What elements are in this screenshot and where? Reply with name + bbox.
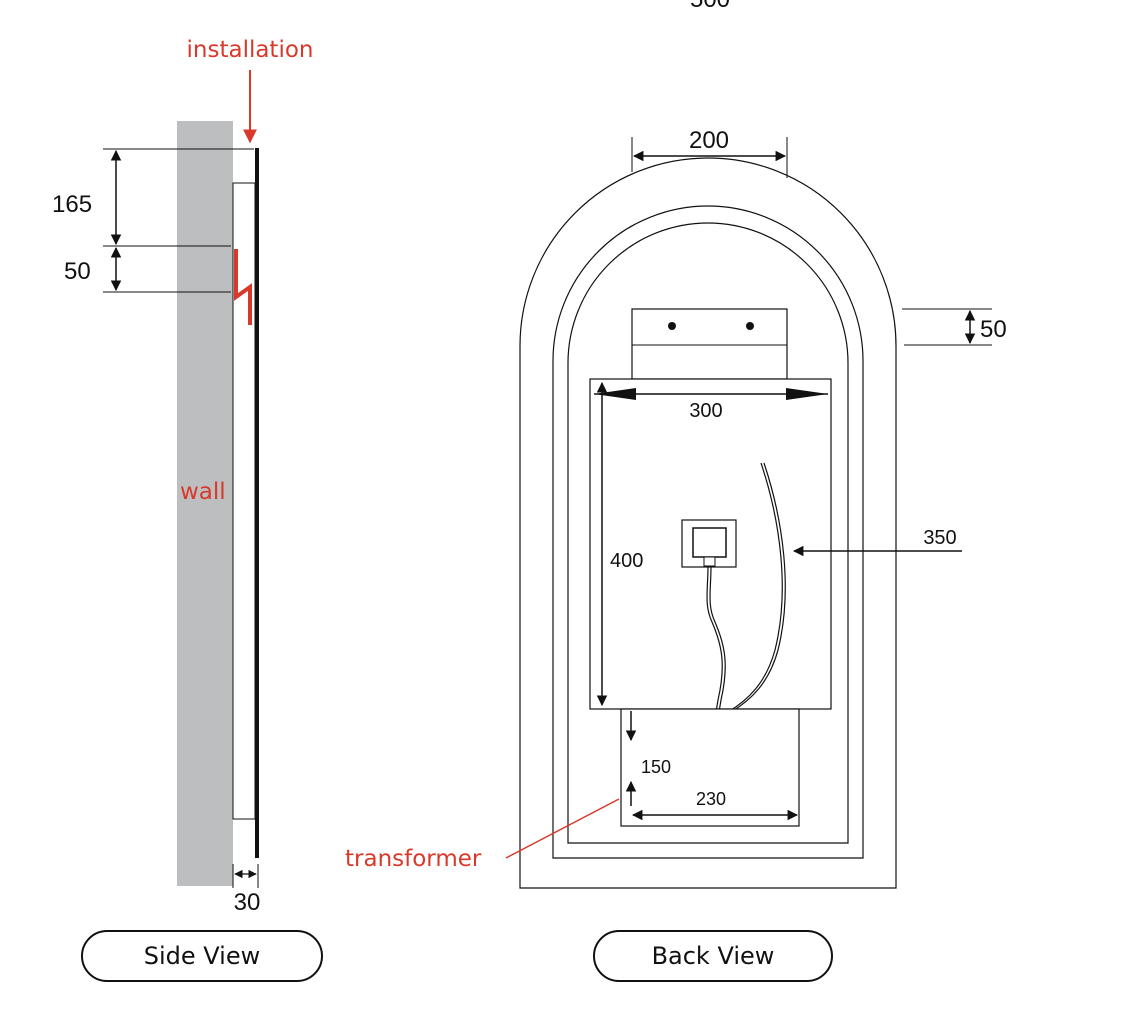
- dim-300-label: 300: [689, 400, 722, 422]
- dim-230: 230: [631, 789, 799, 821]
- dim-350-label: 350: [923, 527, 956, 549]
- dim-165-label: 165: [52, 191, 92, 218]
- power-cable: [706, 462, 786, 713]
- back-view-caption-text: Back View: [652, 942, 775, 970]
- dim-400-label: 400: [610, 550, 643, 572]
- hanging-bracket: [631, 308, 788, 380]
- mirror-inner-outline: [567, 222, 849, 844]
- side-view-caption: Side View: [81, 930, 323, 982]
- dim-230-label: 230: [696, 789, 726, 809]
- dim-150: 150: [625, 711, 671, 806]
- transformer-leader: [505, 798, 620, 859]
- wall-label: wall: [180, 479, 226, 505]
- dim-350: 350: [792, 527, 962, 557]
- switch-box: [681, 519, 737, 568]
- installation-label: installation: [187, 37, 314, 63]
- back-view-caption: Back View: [593, 930, 833, 982]
- mirror-middle-outline: [552, 205, 864, 859]
- wall: [177, 121, 233, 886]
- dim-165: 165: [52, 148, 254, 247]
- back-view: 200 50 300 400: [345, 127, 1007, 982]
- dim-50-back: 50: [902, 308, 1007, 346]
- dim-150-label: 150: [641, 757, 671, 777]
- top-cut-label: 500: [690, 0, 730, 13]
- screw-hole-left: [668, 322, 676, 330]
- dim-30: 30: [232, 864, 261, 916]
- dim-50-side-label: 50: [64, 258, 91, 285]
- dim-300: 300: [594, 388, 828, 422]
- side-view-caption-text: Side View: [144, 942, 260, 970]
- dim-200: 200: [631, 127, 788, 178]
- transformer-box: [620, 708, 800, 827]
- dim-200-label: 200: [689, 127, 729, 154]
- transformer-label: transformer: [345, 846, 482, 872]
- dim-30-label: 30: [234, 889, 261, 916]
- dim-50-back-label: 50: [980, 316, 1007, 343]
- screw-hole-right: [746, 322, 754, 330]
- dim-400: 400: [596, 381, 643, 707]
- dim-50-side: 50: [64, 246, 231, 293]
- mounting-hook: [234, 249, 252, 325]
- side-view: installation wall 165 50 30 Side View: [52, 37, 323, 982]
